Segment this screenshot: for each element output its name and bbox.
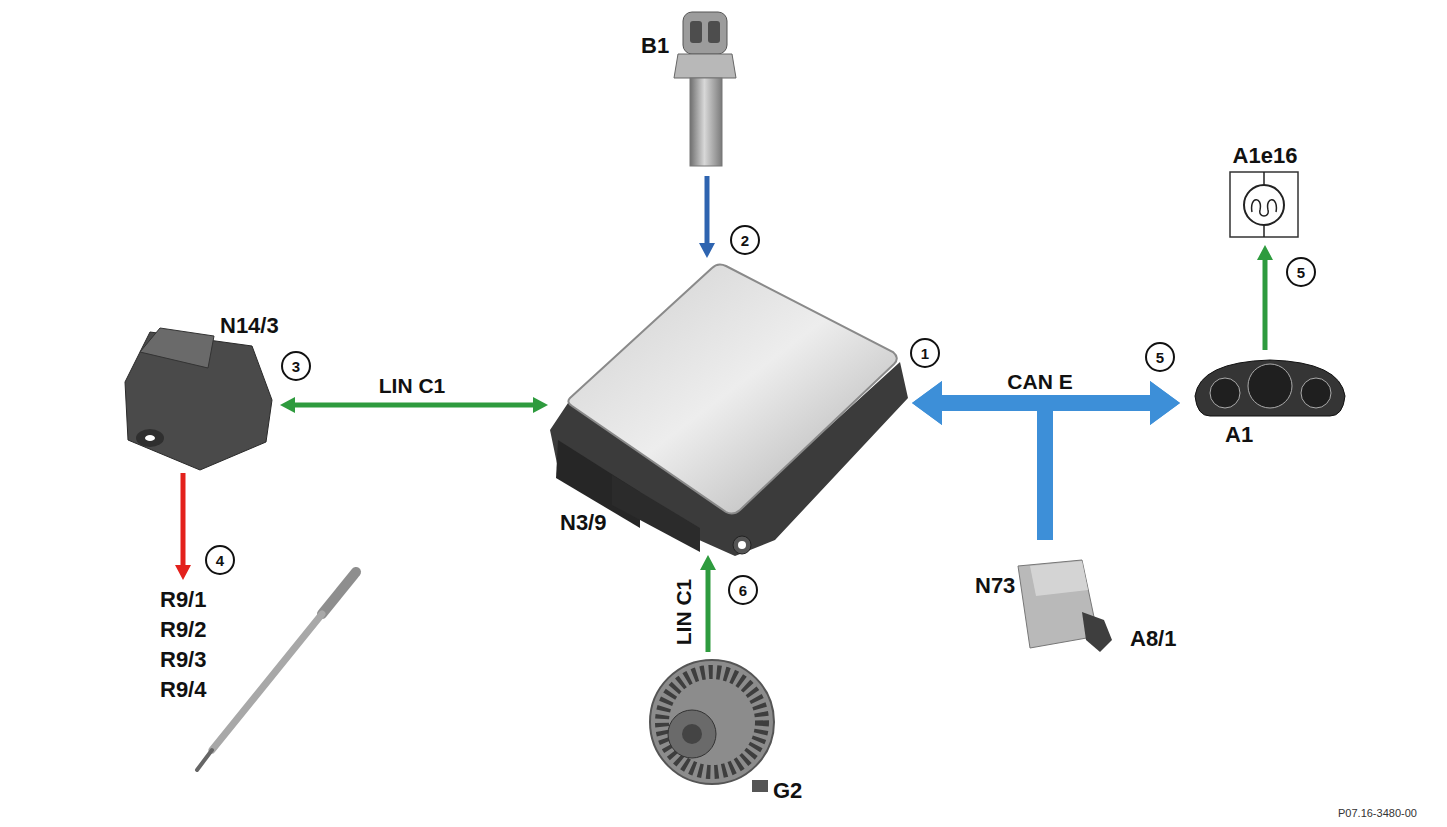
bus-label: LIN C1	[379, 375, 446, 396]
part-code: G2	[773, 780, 802, 802]
ecu-mount-hole	[738, 541, 746, 549]
switch-top	[1030, 561, 1088, 596]
alternator-hub	[682, 724, 702, 744]
part-code: A8/1	[1130, 628, 1176, 650]
signal-arrow	[181, 473, 186, 565]
glow-plug-tip	[197, 750, 212, 770]
bus-label: CAN E	[1007, 371, 1072, 392]
callout-number: 3	[281, 351, 311, 381]
lamp-lead	[1263, 172, 1265, 185]
glow-plug-head	[322, 572, 356, 614]
glow-control-illustration	[125, 328, 272, 470]
glow-plug-body	[212, 614, 322, 750]
signal-arrow	[295, 403, 533, 408]
part-code: R9/4	[160, 679, 206, 701]
lamp-circle	[1244, 185, 1284, 225]
signal-arrow	[705, 176, 710, 243]
signal-arrow	[1263, 260, 1268, 350]
sensor-pin	[708, 21, 720, 43]
callout-number: 6	[728, 575, 758, 605]
part-code: A1	[1225, 424, 1253, 446]
sensor-body	[690, 78, 722, 166]
part-code: R9/2	[160, 619, 206, 641]
cluster-gauge	[1301, 378, 1331, 408]
signal-arrow	[1045, 403, 1150, 540]
module-mount	[136, 429, 164, 447]
callout-number: 5	[1145, 342, 1175, 372]
alternator-terminal	[752, 780, 768, 792]
component: B1	[630, 8, 740, 176]
sensor-pin	[690, 21, 702, 43]
cluster-housing	[1195, 360, 1345, 416]
part-code: R9/3	[160, 649, 206, 671]
key	[1082, 612, 1112, 652]
alternator-fins	[662, 672, 762, 772]
part-code: N14/3	[220, 315, 279, 337]
signal-arrow	[706, 570, 711, 652]
component: R9/1R9/2R9/3R9/4	[150, 580, 365, 775]
indicator-lamp-symbol	[1230, 172, 1298, 237]
part-code: N73	[975, 575, 1015, 597]
cluster-gauge	[1248, 364, 1292, 408]
ecu-connector	[556, 440, 640, 528]
component: A1	[1180, 350, 1350, 448]
glow-plug-illustration	[197, 572, 356, 770]
part-code: A1e16	[1230, 145, 1300, 167]
module-mount-hole	[145, 435, 155, 441]
callout-number: 1	[910, 338, 940, 368]
bus-label: LIN C1	[673, 579, 694, 646]
control-unit-illustration	[550, 264, 908, 556]
module-connector	[140, 328, 214, 368]
ignition-switch-illustration	[1018, 560, 1112, 652]
callout-number: 2	[730, 225, 760, 255]
sensor-connector	[683, 12, 727, 54]
sensor-illustration	[674, 12, 736, 166]
component: N14/3	[115, 308, 280, 473]
part-code: N3/9	[560, 512, 606, 534]
instrument-cluster-illustration	[1195, 360, 1345, 416]
lamp-frame	[1230, 172, 1298, 237]
component: G2	[650, 652, 825, 812]
part-code: R9/1	[160, 589, 206, 611]
component: N3/9	[548, 258, 912, 555]
ecu-mount-tab	[733, 536, 751, 554]
component: A1e16	[1225, 140, 1305, 245]
ecu-connector	[612, 475, 700, 552]
glow-coil	[1252, 200, 1277, 216]
part-code: B1	[641, 35, 669, 57]
callout-number: 4	[205, 545, 235, 575]
lamp-lead	[1263, 225, 1265, 237]
alternator-housing	[650, 660, 774, 784]
alternator-pulley	[668, 710, 716, 758]
alternator-illustration	[650, 660, 774, 792]
figure-id: P07.16-3480-00	[1338, 808, 1417, 819]
callout-number: 5	[1286, 257, 1316, 287]
signal-arrow	[942, 403, 1045, 540]
sensor-flange	[674, 54, 736, 78]
cluster-gauge	[1210, 378, 1240, 408]
ecu-cover	[568, 264, 896, 513]
component: N73	[960, 540, 1120, 655]
